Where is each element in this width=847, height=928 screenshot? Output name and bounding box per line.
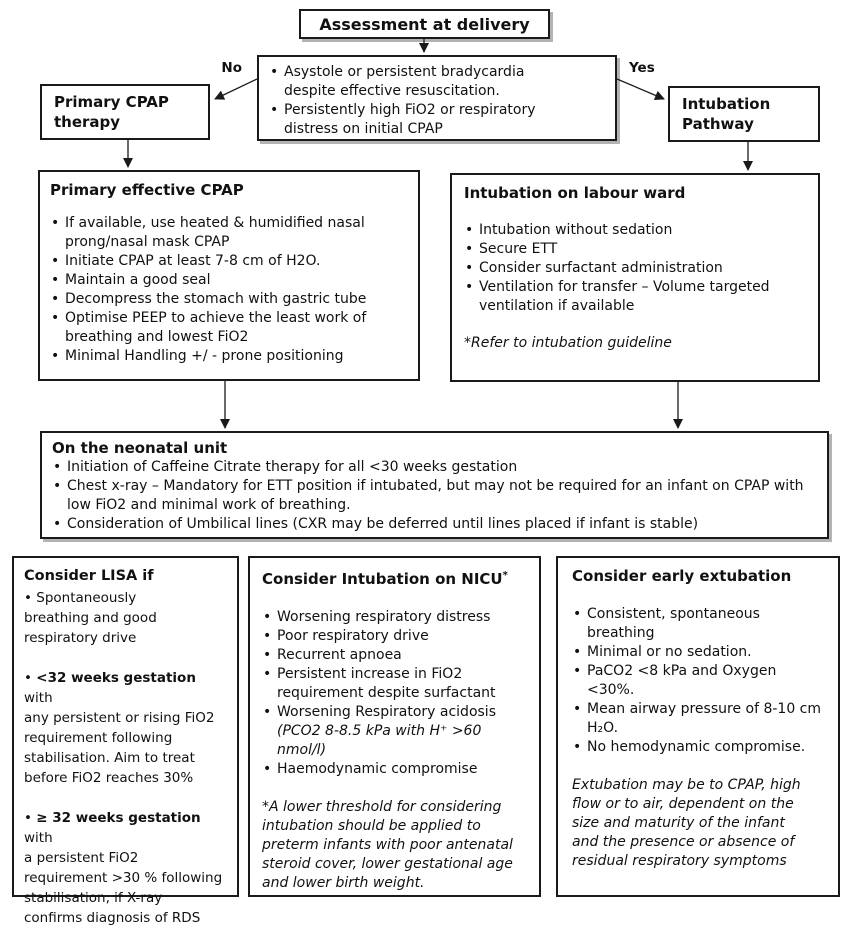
bullet-item: Decompress the stomach with gastric tube — [50, 290, 408, 309]
lisa-criterion: ≥ 32 weeks gestation with a persistent F… — [24, 808, 227, 928]
nicu-footnote: *A lower threshold for considering intub… — [262, 799, 513, 891]
extubation-note: Extubation may be to CPAP, high flow or … — [572, 777, 801, 869]
yes-branch-label: Yes — [629, 60, 655, 76]
consider-early-extubation-list: Consistent, spontaneous breathing Minima… — [572, 605, 822, 757]
decision-bullet: Asystole or persistent bradycardia despi… — [269, 63, 605, 101]
consider-early-extubation-box: Consider early extubation Consistent, sp… — [556, 556, 840, 897]
primary-effective-cpap-box: Primary effective CPAP If available, use… — [38, 170, 420, 381]
primary-effective-cpap-title: Primary effective CPAP — [50, 181, 244, 199]
lisa-criterion-bold: ≥ 32 weeks gestation — [36, 810, 201, 826]
bullet-item: Worsening Respiratory acidosis (PCO2 8-8… — [262, 703, 527, 760]
lisa-criterion-bold: <32 weeks gestation — [36, 670, 196, 686]
assessment-delivery-box: Assessment at delivery — [299, 9, 550, 39]
lisa-criterion: <32 weeks gestation with any persistent … — [24, 668, 227, 788]
no-branch-label: No — [221, 60, 242, 76]
acidosis-text: Worsening Respiratory acidosis — [277, 704, 496, 720]
bullet-item: Optimise PEEP to achieve the least work … — [50, 309, 408, 347]
consider-intubation-nicu-box: Consider Intubation on NICU* Worsening r… — [248, 556, 541, 897]
bullet-item: Initiate CPAP at least 7-8 cm of H2O. — [50, 252, 408, 271]
consider-lisa-title: Consider LISA if — [24, 568, 154, 584]
lisa-criterion-rest: with any persistent or rising FiO2 requi… — [24, 690, 215, 786]
lisa-criterion-rest: with a persistent FiO2 requirement >30 %… — [24, 830, 223, 926]
primary-cpap-therapy-title: Primary CPAP therapy — [54, 93, 169, 131]
consider-lisa-box: Consider LISA if Spontaneously breathing… — [12, 556, 239, 926]
neonatal-unit-box: On the neonatal unit Initiation of Caffe… — [40, 431, 829, 539]
bullet-item: Intubation without sedation — [464, 221, 806, 240]
bullet-item: Poor respiratory drive — [262, 627, 527, 646]
bullet-item: Worsening respiratory distress — [262, 608, 527, 627]
bullet-item: No hemodynamic compromise. — [572, 738, 822, 757]
assessment-delivery-title: Assessment at delivery — [319, 14, 530, 34]
primary-effective-cpap-list: If available, use heated & humidified na… — [50, 214, 408, 366]
decision-criteria-list: Asystole or persistent bradycardia despi… — [269, 63, 605, 139]
bullet-item: Mean airway pressure of 8-10 cm H₂O. — [572, 700, 822, 738]
bullet-item: Consideration of Umbilical lines (CXR ma… — [52, 515, 817, 534]
primary-cpap-therapy-box: Primary CPAP therapy — [40, 84, 210, 140]
bullet-item: Consistent, spontaneous breathing — [572, 605, 822, 643]
intubation-guideline-note: *Refer to intubation guideline — [464, 335, 672, 351]
bullet-item: Chest x-ray – Mandatory for ETT position… — [52, 477, 817, 515]
intubation-pathway-title: Intubation Pathway — [682, 95, 771, 133]
consider-intubation-nicu-list: Worsening respiratory distress Poor resp… — [262, 608, 527, 779]
consider-intubation-nicu-title: Consider Intubation on NICU* — [262, 566, 527, 589]
intubation-labour-ward-list: Intubation without sedation Secure ETT C… — [464, 221, 806, 316]
arrow-yes-branch — [616, 78, 665, 101]
bullet-item: Consider surfactant administration — [464, 259, 806, 278]
lisa-criterion: Spontaneously breathing and good respira… — [24, 588, 227, 648]
nicu-footnote-marker: * — [502, 570, 508, 581]
acidosis-values: (PCO2 8-8.5 kPa with H⁺ >60 nmol/l) — [277, 723, 482, 758]
bullet-item: Initiation of Caffeine Citrate therapy f… — [52, 458, 817, 477]
bullet-item: Persistent increase in FiO2 requirement … — [262, 665, 527, 703]
neonatal-unit-list: Initiation of Caffeine Citrate therapy f… — [52, 458, 817, 534]
bullet-item: Ventilation for transfer – Volume target… — [464, 278, 806, 316]
bullet-item: Recurrent apnoea — [262, 646, 527, 665]
neonatal-unit-title: On the neonatal unit — [52, 439, 228, 457]
bullet-item: Minimal or no sedation. — [572, 643, 822, 662]
bullet-item: If available, use heated & humidified na… — [50, 214, 408, 252]
bullet-item: Haemodynamic compromise — [262, 760, 527, 779]
arrow-no-branch — [214, 78, 258, 100]
intubation-labour-ward-box: Intubation on labour ward Intubation wit… — [450, 173, 820, 382]
bullet-item: Minimal Handling +/ - prone positioning — [50, 347, 408, 366]
nicu-title-text: Consider Intubation on NICU — [262, 570, 503, 588]
bullet-item: Maintain a good seal — [50, 271, 408, 290]
consider-early-extubation-title: Consider early extubation — [572, 567, 792, 585]
decision-bullet: Persistently high FiO2 or respiratory di… — [269, 101, 605, 139]
intubation-pathway-box: Intubation Pathway — [668, 86, 820, 142]
intubation-labour-ward-title: Intubation on labour ward — [464, 184, 686, 202]
bullet-item: Secure ETT — [464, 240, 806, 259]
decision-criteria-box: Asystole or persistent bradycardia despi… — [257, 55, 617, 141]
bullet-item: PaCO2 <8 kPa and Oxygen <30%. — [572, 662, 822, 700]
